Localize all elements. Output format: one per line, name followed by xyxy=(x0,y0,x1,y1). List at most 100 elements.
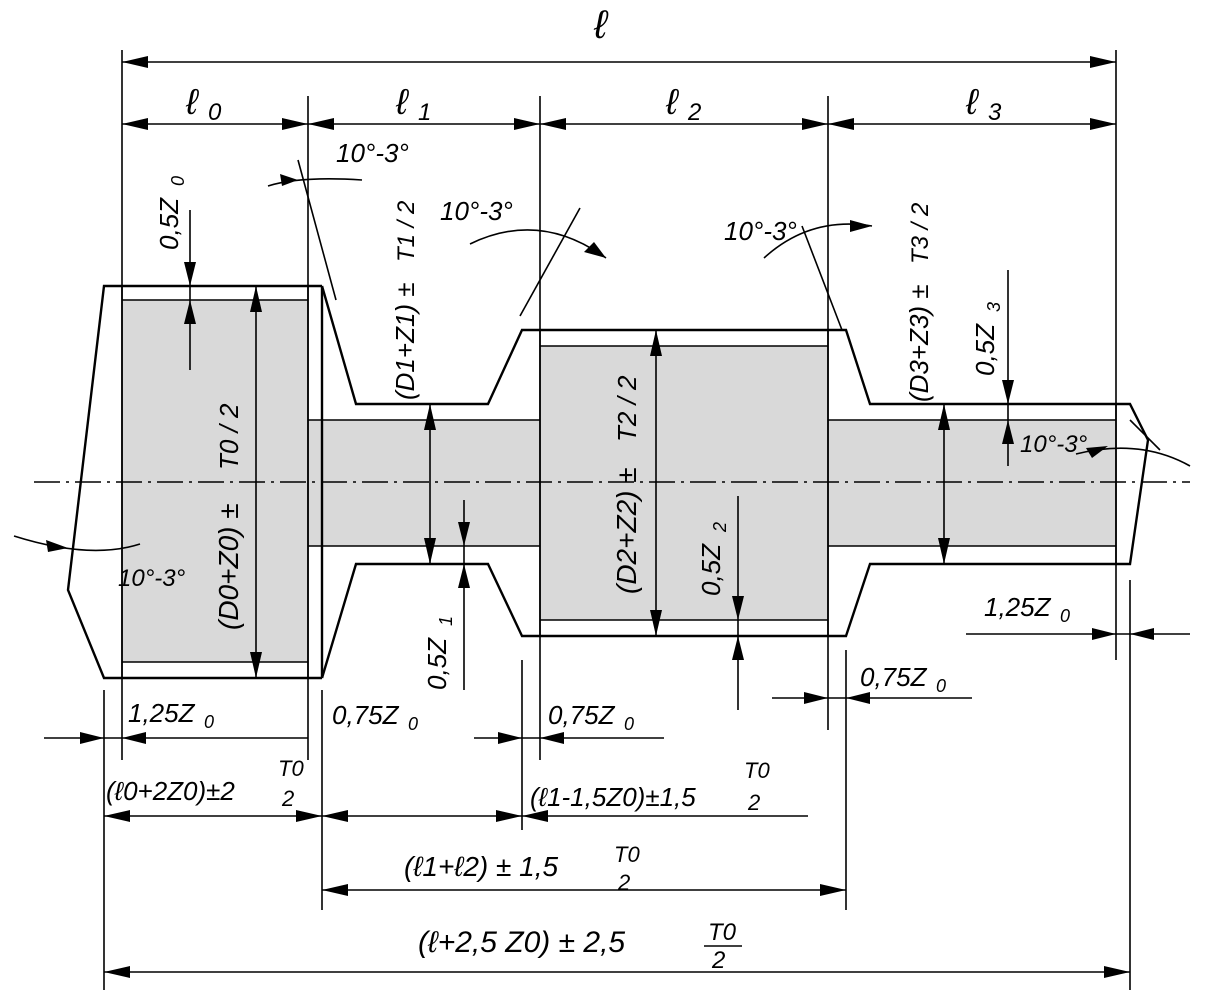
label-z075-c: 0,75Z xyxy=(860,662,928,692)
label-z075-a: 0,75Z xyxy=(332,700,400,730)
arrow-l12-b xyxy=(820,884,846,896)
arrow-d1-bottom xyxy=(424,538,436,564)
label-dim-l12-num: T0 xyxy=(614,842,640,867)
arrow-z075m-a xyxy=(498,732,522,744)
arrow-z0-bottom xyxy=(184,300,196,324)
label-l2: ℓ xyxy=(665,81,680,122)
arrow-l1z-c xyxy=(522,810,548,822)
arrow-d0-bottom xyxy=(250,652,262,678)
angle-line-3 xyxy=(801,225,843,331)
label-d0: (D0+Z0) ± xyxy=(213,503,244,630)
label-l: ℓ xyxy=(593,3,609,47)
label-z125-left: 1,25Z xyxy=(128,698,196,728)
label-d1: (D1+Z1) ± xyxy=(390,282,420,400)
label-l2-sub: 2 xyxy=(687,99,701,126)
label-z125-right: 1,25Z xyxy=(984,592,1052,622)
arrow-l12-a xyxy=(322,884,348,896)
label-z125-right-sub: 0 xyxy=(1060,606,1070,626)
label-l0: ℓ xyxy=(185,81,200,122)
arrow-z125r-a xyxy=(1092,628,1116,640)
label-z075-b: 0,75Z xyxy=(548,700,616,730)
label-angle-5: 10°-3° xyxy=(1020,431,1088,458)
label-d3: (D3+Z3) ± xyxy=(904,284,934,402)
angle-line-1 xyxy=(297,159,337,301)
angle-arc-2 xyxy=(469,229,607,259)
arrow-d1-top xyxy=(424,404,436,430)
label-dim-l1-num: T0 xyxy=(744,758,770,783)
angle-arc-4 xyxy=(13,535,141,552)
label-angle-2: 10°-3° xyxy=(440,196,513,226)
label-l1: ℓ xyxy=(395,81,410,122)
label-z1-half: 0,5Z xyxy=(422,637,452,690)
label-dim-l12: (ℓ1+ℓ2) ± 1,5 xyxy=(404,851,559,882)
label-angle-4: 10°-3° xyxy=(118,565,186,592)
flange-d0-outline xyxy=(66,284,322,680)
zone-d2 xyxy=(540,346,828,620)
angle-arrow-5 xyxy=(1086,446,1108,458)
label-t1-frac: T1 / 2 xyxy=(393,201,420,262)
zone-neck-left xyxy=(308,420,356,546)
arrow-z1-bottom xyxy=(458,564,470,588)
dimension-lines xyxy=(44,56,1190,978)
label-dim-total: (ℓ+2,5 Z0) ± 2,5 xyxy=(418,926,625,959)
arrow-z1-top xyxy=(458,522,470,546)
arrow-l2-left xyxy=(540,118,566,130)
arrow-l1z-a xyxy=(322,810,348,822)
label-z075-c-sub: 0 xyxy=(936,676,946,696)
taper-left xyxy=(320,285,1150,679)
arrow-l1-right xyxy=(514,118,540,130)
arrow-l3-left xyxy=(828,118,854,130)
arrow-l-left xyxy=(122,56,148,68)
arrow-z2-top xyxy=(732,596,744,620)
label-l3: ℓ xyxy=(965,81,980,122)
label-dim-total-num: T0 xyxy=(708,919,737,946)
label-angle-1: 10°-3° xyxy=(336,138,409,168)
label-dim-l0-num: T0 xyxy=(278,756,304,781)
label-l0-sub: 0 xyxy=(208,99,222,126)
zone-d3 xyxy=(870,420,1116,546)
arrow-z075r-a xyxy=(804,692,828,704)
arrow-d3-top xyxy=(938,404,950,430)
arrow-l-right xyxy=(1090,56,1116,68)
angle-arrow-1 xyxy=(280,174,298,186)
finished-size-zones xyxy=(122,300,1116,662)
arrow-l0z-a xyxy=(104,810,130,822)
label-d2: (D2+Z2) ± xyxy=(611,467,642,594)
arrow-l0z-b xyxy=(296,810,322,822)
arrow-z125r-b xyxy=(1130,628,1154,640)
label-z075-a-sub: 0 xyxy=(408,714,418,734)
zone-neck-mid xyxy=(488,420,540,546)
label-z125-left-sub: 0 xyxy=(204,712,214,732)
arrow-z3-bottom xyxy=(1002,420,1014,444)
label-z3-half-sub: 3 xyxy=(984,302,1004,312)
label-dim-l0: (ℓ0+2Z0)±2 xyxy=(106,776,235,806)
label-dim-total-den: 2 xyxy=(711,947,725,974)
label-dim-l0-den: 2 xyxy=(281,786,294,811)
label-l1-sub: 1 xyxy=(418,99,431,126)
text-labels: ℓ ℓ 0 ℓ 1 ℓ 2 ℓ 3 10°-3° 10°-3° 10°-3° 1… xyxy=(106,3,1088,974)
label-z2-half: 0,5Z xyxy=(696,543,726,596)
arrow-l0-right xyxy=(282,118,308,130)
label-t0-frac: T0 / 2 xyxy=(214,403,244,470)
arrow-total-b xyxy=(1104,966,1130,978)
extension-lines xyxy=(103,50,1131,990)
label-angle-3: 10°-3° xyxy=(724,216,797,246)
label-l3-sub: 3 xyxy=(988,99,1002,126)
arrow-z125l-b xyxy=(122,732,146,744)
angle-line-2 xyxy=(519,207,581,317)
label-z1-half-sub: 1 xyxy=(436,616,456,626)
arrow-l2-right xyxy=(802,118,828,130)
arrow-l1z-b xyxy=(496,810,522,822)
blank-outline xyxy=(66,284,1150,680)
angle-arrow-3 xyxy=(850,220,872,232)
arrow-d2-top xyxy=(650,330,662,356)
angle-arc-1 xyxy=(267,178,363,187)
arrow-l1-left xyxy=(308,118,334,130)
label-z3-half: 0,5Z xyxy=(970,323,1000,376)
label-z2-half-sub: 2 xyxy=(710,522,730,533)
zone-d0 xyxy=(122,300,308,662)
arrow-z125l-a xyxy=(80,732,104,744)
arrow-d2-bottom xyxy=(650,610,662,636)
arrow-d0-top xyxy=(250,286,262,312)
